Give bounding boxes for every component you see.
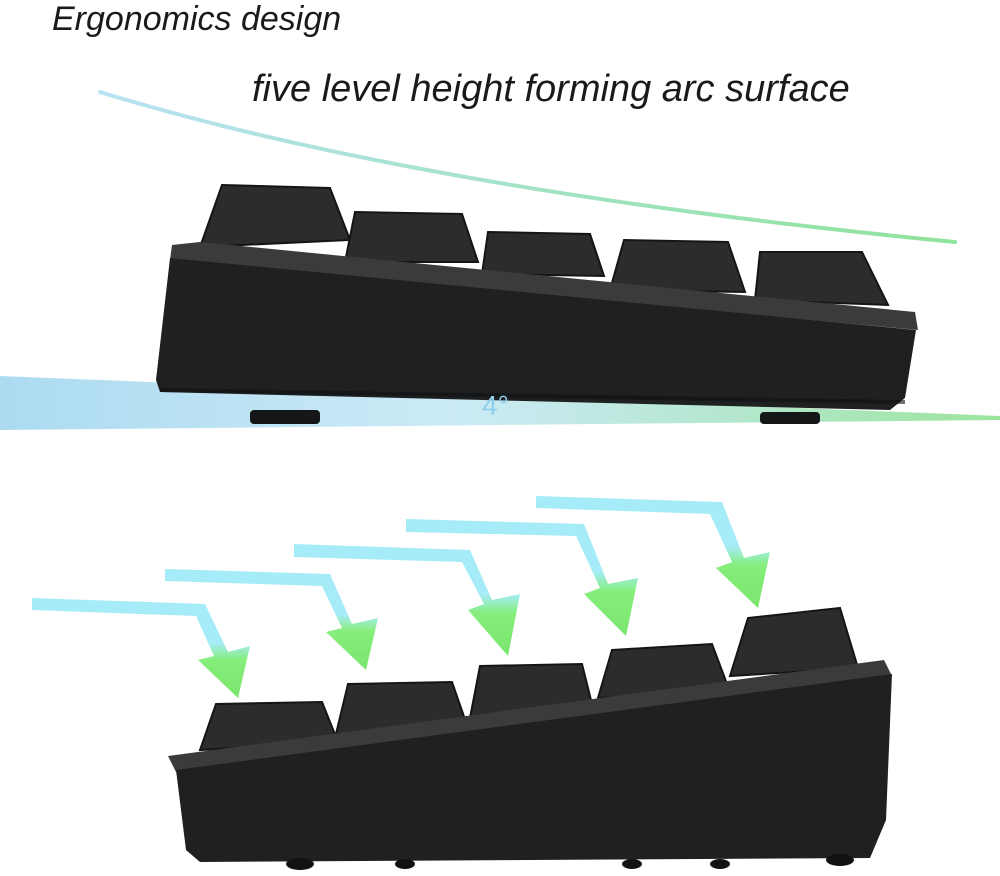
top-keyboard-body	[156, 242, 918, 424]
page-title: Ergonomics design	[52, 0, 342, 38]
arc-surface-line	[98, 90, 957, 244]
pressure-arrows	[32, 496, 770, 698]
top-keycaps	[198, 183, 890, 307]
angle-label: 4°	[482, 390, 509, 421]
bottom-keyboard-body	[168, 660, 892, 870]
page-subtitle: five level height forming arc surface	[252, 68, 850, 110]
